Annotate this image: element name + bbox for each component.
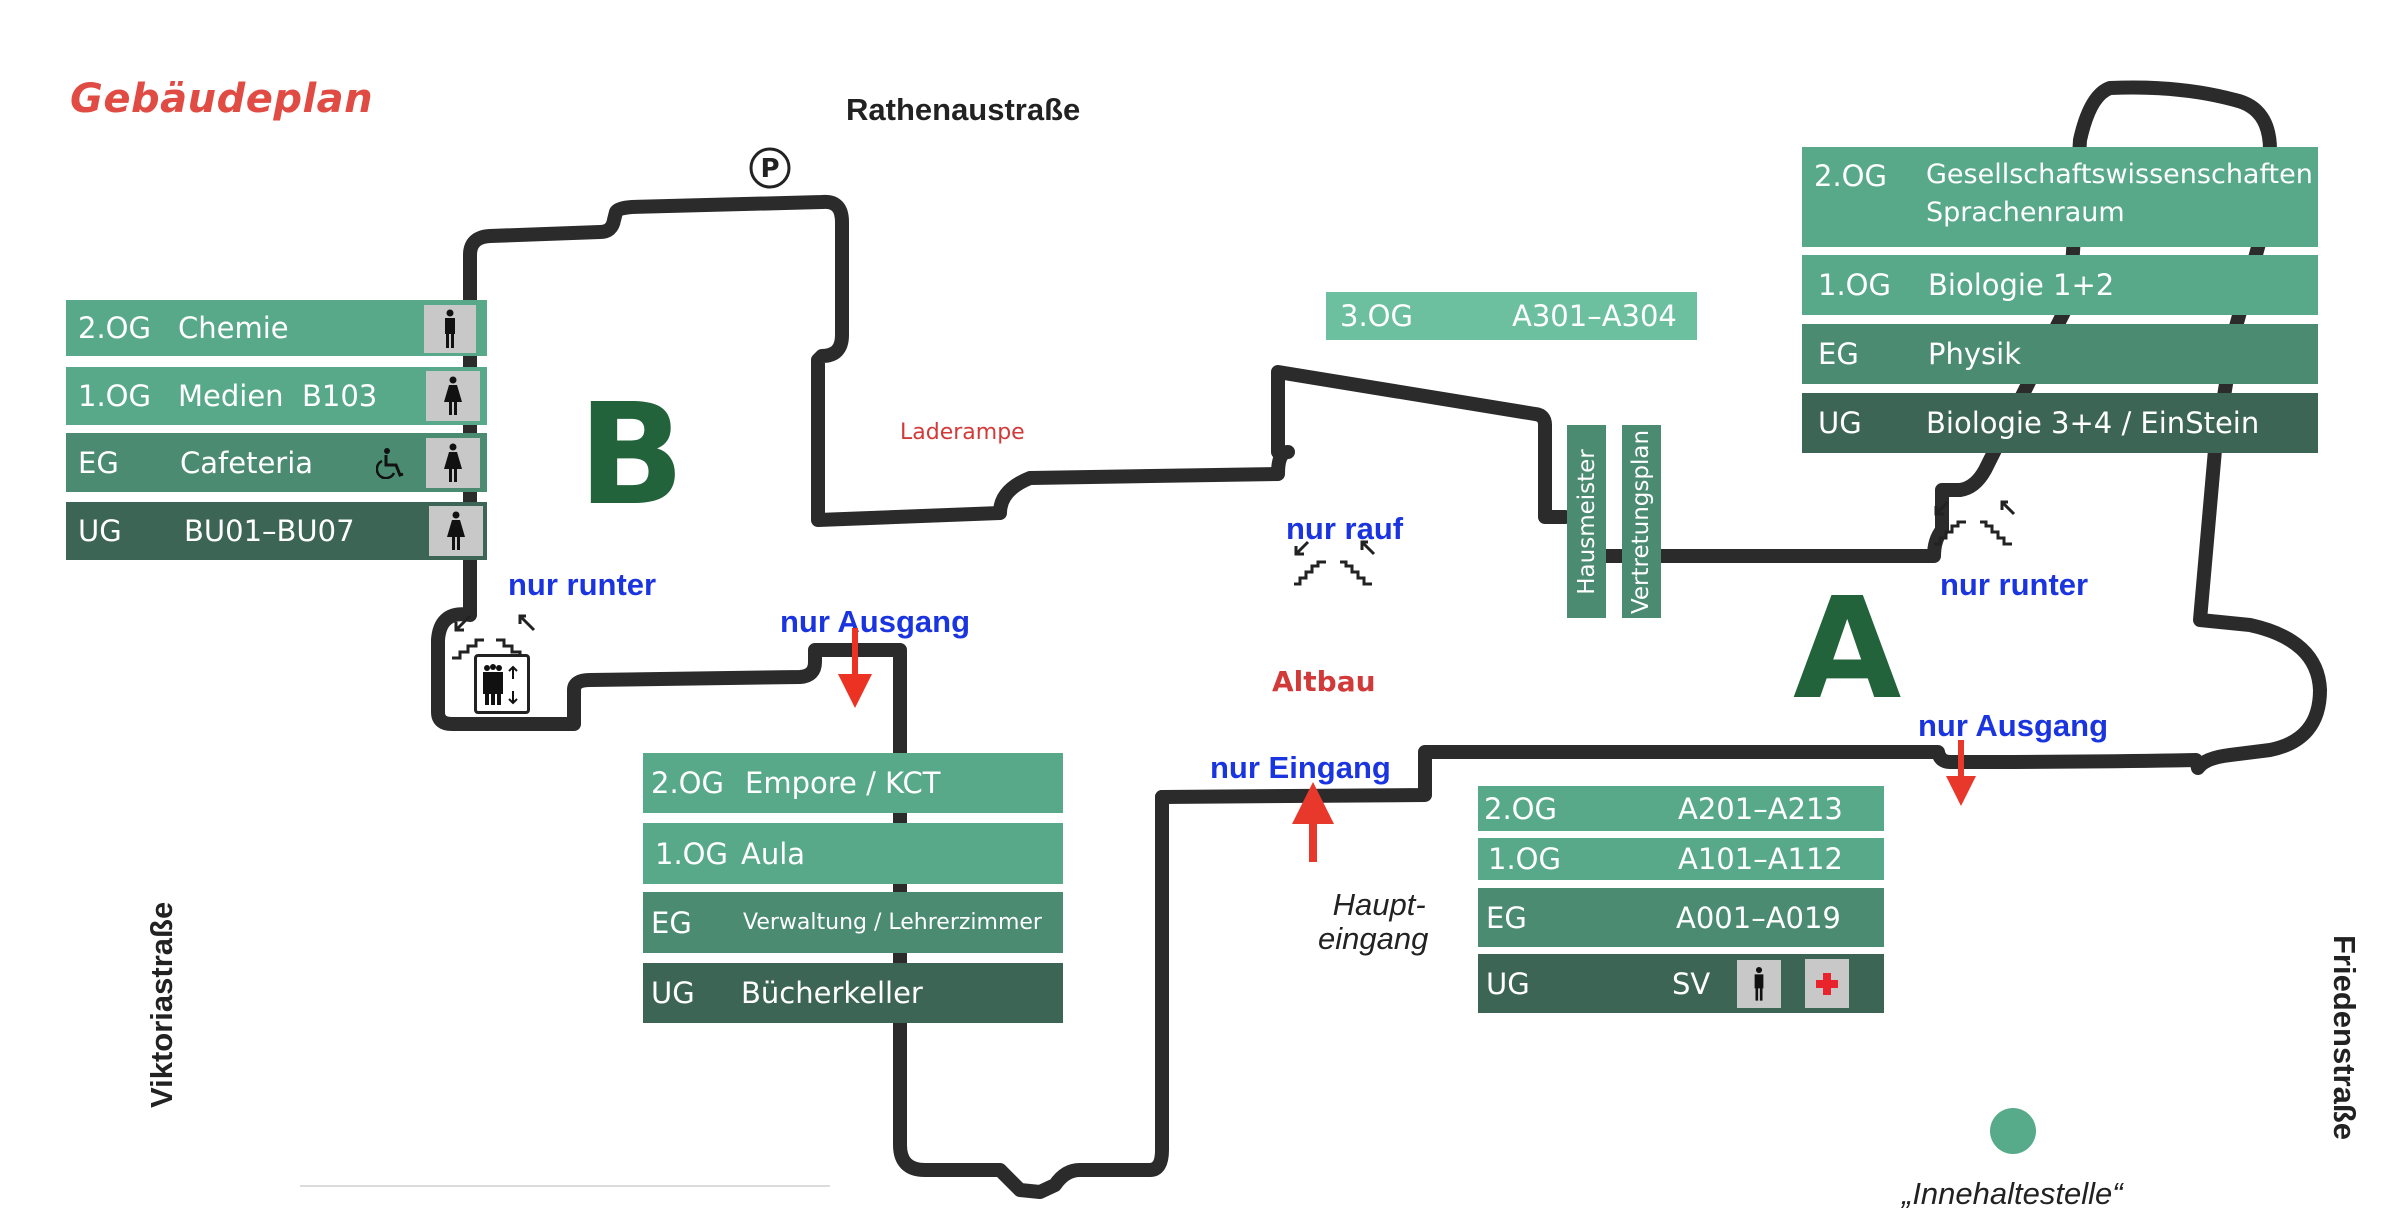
page-title: Gebäudeplan xyxy=(70,76,374,122)
street-label-west: Viktoriastraße xyxy=(144,901,179,1108)
female-restroom-icon xyxy=(429,506,483,556)
note-main-entrance: nur Eingang xyxy=(1210,750,1391,785)
floor-label: 2.OG xyxy=(1814,159,1887,193)
room-label: Gesellschaftswissenschaften xyxy=(1926,159,2313,190)
building-a-outline xyxy=(1271,365,1572,524)
exit-arrow-icon xyxy=(1944,740,1978,814)
innehaltestelle-label: „Innehaltestelle“ xyxy=(1902,1176,2123,1211)
floor-label: 2.OG xyxy=(1484,791,1557,826)
floor-label: 1.OG xyxy=(1488,842,1561,876)
floor-label: EG xyxy=(651,905,692,940)
room-label: A301–A304 xyxy=(1512,299,1677,333)
floor-label: 1.OG xyxy=(1818,268,1891,302)
sign-row: EG Verwaltung / Lehrerzimmer xyxy=(643,892,1063,953)
sign-building-a-top: 3.OG A301–A304 xyxy=(1326,292,1697,340)
male-restroom-icon xyxy=(1737,960,1781,1008)
building-a-letter: A xyxy=(1793,568,1902,731)
male-restroom-icon xyxy=(424,305,476,353)
sign-row: 1.OG A101–A112 xyxy=(1478,838,1884,880)
sign-row: 1.OG Aula xyxy=(643,823,1063,884)
floor-label: UG xyxy=(651,976,695,1010)
building-b-letter: B xyxy=(578,374,685,537)
floor-label: 1.OG xyxy=(78,379,151,413)
room-label: Verwaltung / Lehrerzimmer xyxy=(743,910,1042,935)
floor-label: UG xyxy=(78,514,122,548)
room-label: SV xyxy=(1672,966,1711,1001)
room-label: Physik xyxy=(1928,337,2021,371)
wheelchair-icon xyxy=(375,447,406,486)
divider-line xyxy=(300,1185,830,1187)
note-a-stairs: nur runter xyxy=(1940,567,2089,602)
building-b-outline xyxy=(463,194,1295,527)
room-label: Biologie 1+2 xyxy=(1928,268,2115,302)
room-label: Chemie xyxy=(178,311,289,345)
room-label: Medien B103 xyxy=(178,379,378,413)
room-label: BU01–BU07 xyxy=(184,514,355,548)
note-altbau-stairs: nur rauf xyxy=(1286,511,1404,546)
haupteingang-line2: eingang xyxy=(1318,921,1429,956)
sign-row: EG A001–A019 xyxy=(1478,888,1884,947)
note-b-exit: nur Ausgang xyxy=(780,604,971,639)
floor-label: UG xyxy=(1818,406,1862,440)
floor-label: UG xyxy=(1486,966,1530,1001)
sign-row: 2.OG A201–A213 xyxy=(1478,786,1884,831)
parking-icon: P xyxy=(748,146,792,190)
female-restroom-icon xyxy=(426,438,480,488)
room-label: A001–A019 xyxy=(1676,900,1841,935)
floor-label: EG xyxy=(1486,900,1527,935)
sign-row: 1.OG Medien B103 xyxy=(66,367,487,425)
sign-row: UG Biologie 3+4 / EinStein xyxy=(1802,393,2318,453)
room-label: Cafeteria xyxy=(180,445,314,480)
haupteingang-label: Haupt- eingang xyxy=(1318,888,1428,956)
elevator-icon xyxy=(474,654,530,714)
sign-row: 1.OG Biologie 1+2 xyxy=(1802,255,2318,315)
vertretungsplan-label: Vertretungsplan xyxy=(1628,429,1655,614)
floor-label: EG xyxy=(1818,337,1859,371)
laderampe-label: Laderampe xyxy=(900,420,1025,445)
hausmeister-bar: Hausmeister xyxy=(1567,425,1606,618)
entrance-arrow-icon xyxy=(1290,780,1336,868)
stairs-icon xyxy=(1290,540,1380,592)
street-label-east: Friedenstraße xyxy=(2327,935,2362,1141)
svg-text:P: P xyxy=(760,154,779,184)
innehaltestelle-dot xyxy=(1990,1108,2036,1154)
room-label: Sprachenraum xyxy=(1926,197,2125,228)
floor-label: EG xyxy=(78,445,119,480)
floor-label: 2.OG xyxy=(651,766,724,800)
street-label-north: Rathenaustraße xyxy=(846,92,1081,127)
room-label: Biologie 3+4 / EinStein xyxy=(1926,406,2260,440)
stairs-icon xyxy=(1930,500,2020,552)
sign-row: 2.OG Chemie xyxy=(66,300,487,356)
sign-row: EG Physik xyxy=(1802,324,2318,384)
floor-label: 3.OG xyxy=(1340,299,1413,333)
vertretungsplan-bar: Vertretungsplan xyxy=(1622,425,1661,618)
sign-row: UG Bücherkeller xyxy=(643,963,1063,1023)
sign-row: UG BU01–BU07 xyxy=(66,502,487,560)
room-label: A201–A213 xyxy=(1678,791,1843,826)
floor-label: 2.OG xyxy=(78,311,151,345)
haupteingang-line1: Haupt- xyxy=(1332,887,1426,922)
sign-row: 2.OG Gesellschaftswissenschaften Sprache… xyxy=(1802,147,2318,247)
sign-row: 2.OG Empore / KCT xyxy=(643,753,1063,813)
sign-row: EG Cafeteria xyxy=(66,433,487,492)
hausmeister-label: Hausmeister xyxy=(1573,448,1600,595)
exit-arrow-icon xyxy=(838,628,872,714)
first-aid-icon xyxy=(1805,959,1849,1008)
note-b-stairs: nur runter xyxy=(508,567,657,602)
altbau-label: Altbau xyxy=(1272,665,1376,698)
room-label: Bücherkeller xyxy=(741,976,923,1010)
sign-row: UG SV xyxy=(1478,954,1884,1013)
female-restroom-icon xyxy=(426,371,480,421)
room-label: A101–A112 xyxy=(1678,842,1843,876)
room-label: Aula xyxy=(741,836,806,871)
note-a-exit: nur Ausgang xyxy=(1918,708,2109,743)
floor-label: 1.OG xyxy=(655,836,728,871)
room-label: Empore / KCT xyxy=(745,766,941,800)
